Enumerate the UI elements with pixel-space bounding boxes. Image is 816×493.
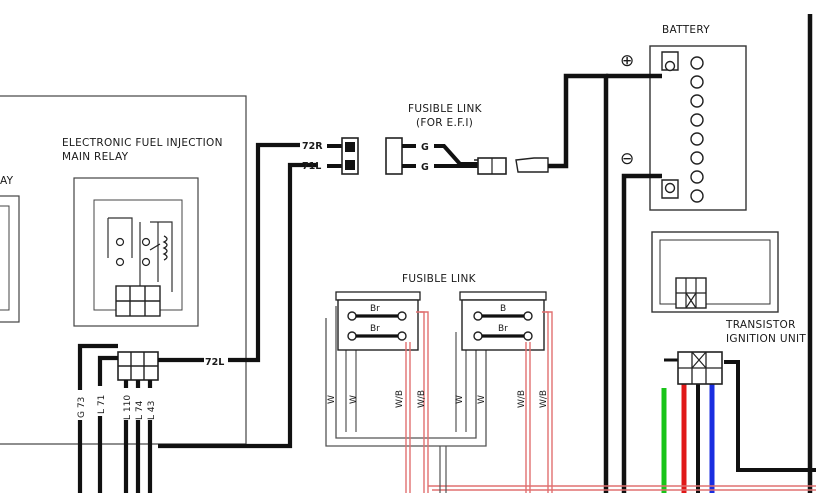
fusible-link-efi: FUSIBLE LINK (FOR E.F.I) 72R 71L G G <box>302 73 609 493</box>
wire-label-w-1: W <box>327 395 337 404</box>
fuse-label-b-3: B <box>500 304 506 314</box>
wire-label-g-bottom: G <box>421 162 429 173</box>
efi-relay-label-2: MAIN RELAY <box>62 151 129 163</box>
fuse-label-br-1: Br <box>370 304 380 314</box>
wire-label-l74: L 74 <box>135 400 145 420</box>
wire-label-l43: L 43 <box>147 401 157 420</box>
module-box <box>651 231 779 313</box>
wire-label-wb-4: W/B <box>539 390 549 408</box>
wire-label-wb-2: W/B <box>417 390 427 408</box>
wire-label-71l: 71L <box>302 161 321 172</box>
left-harness-wires <box>77 142 318 493</box>
transistor-ignition-unit: TRANSISTOR IGNITION UNIT <box>661 319 816 493</box>
wire-label-72r: 72R <box>302 141 323 152</box>
wire-label-wb-3: W/B <box>517 390 527 408</box>
relay-partial-label: AY <box>0 175 14 187</box>
fusible-link-efi-label-1: FUSIBLE LINK <box>408 103 483 115</box>
wire-label-g-top: G <box>421 142 429 153</box>
wire-label-l71: L 71 <box>97 395 107 414</box>
minus-icon: ⊖ <box>620 149 634 169</box>
wire-label-g73: G 73 <box>77 397 87 418</box>
battery: BATTERY ⊕ ⊖ <box>606 24 747 493</box>
efi-relay-label-1: ELECTRONIC FUEL INJECTION <box>62 137 223 149</box>
wire-label-w-3: W <box>455 395 465 404</box>
fusible-link-block-label: FUSIBLE LINK <box>402 273 477 285</box>
wire-label-72l: 72L <box>205 357 224 368</box>
transistor-label-2: IGNITION UNIT <box>726 333 806 345</box>
efi-relay-enclosure: ELECTRONIC FUEL INJECTION MAIN RELAY AY <box>0 95 247 445</box>
battery-label: BATTERY <box>662 24 710 36</box>
relay-coil-icon <box>162 235 168 261</box>
fuse-label-br-4: Br <box>498 324 508 334</box>
plus-icon: ⊕ <box>620 51 634 71</box>
ring-terminal <box>515 157 549 173</box>
fusible-link-efi-label-2: (FOR E.F.I) <box>416 117 473 129</box>
wire-label-wb-1: W/B <box>395 390 405 408</box>
pink-wires <box>405 311 816 493</box>
vertical-wire-labels: G 73 L 71 L 110 L 74 L 43 <box>76 386 157 420</box>
fusible-link-block: FUSIBLE LINK Br Br B Br <box>325 273 816 493</box>
transistor-label-1: TRANSISTOR <box>725 319 796 331</box>
link-connector-right <box>385 137 403 175</box>
wire-label-l110: L 110 <box>123 395 133 420</box>
wire-label-w-2: W <box>349 395 359 404</box>
wire-label-w-4: W <box>477 395 487 404</box>
fuse-label-br-2: Br <box>370 324 380 334</box>
